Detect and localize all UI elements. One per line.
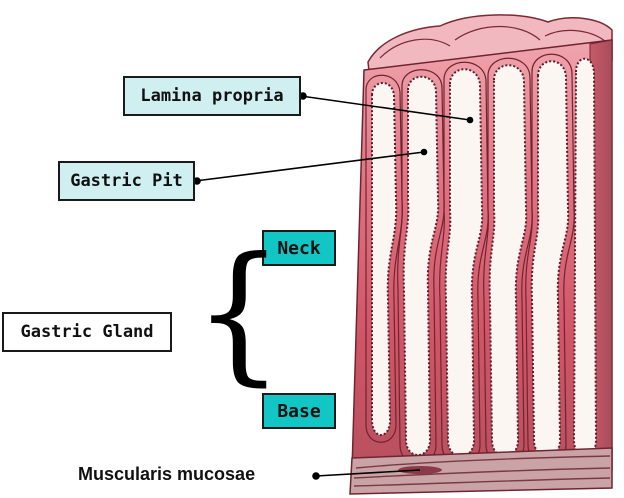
gastric-gland-label: Gastric Gland	[2, 312, 172, 352]
muscularis-mucosae-label: Muscularis mucosae	[78, 464, 256, 484]
curly-brace: {	[193, 226, 285, 400]
lamina-propria-label: Lamina propria	[123, 76, 301, 116]
neck-label: Neck	[262, 230, 336, 266]
gastric-glands	[371, 57, 598, 458]
leader-lines	[193, 92, 474, 480]
gastric-pit-label: Gastric Pit	[58, 161, 195, 201]
muscularis-mucosae-band	[349, 447, 613, 495]
base-label: Base	[262, 393, 336, 429]
